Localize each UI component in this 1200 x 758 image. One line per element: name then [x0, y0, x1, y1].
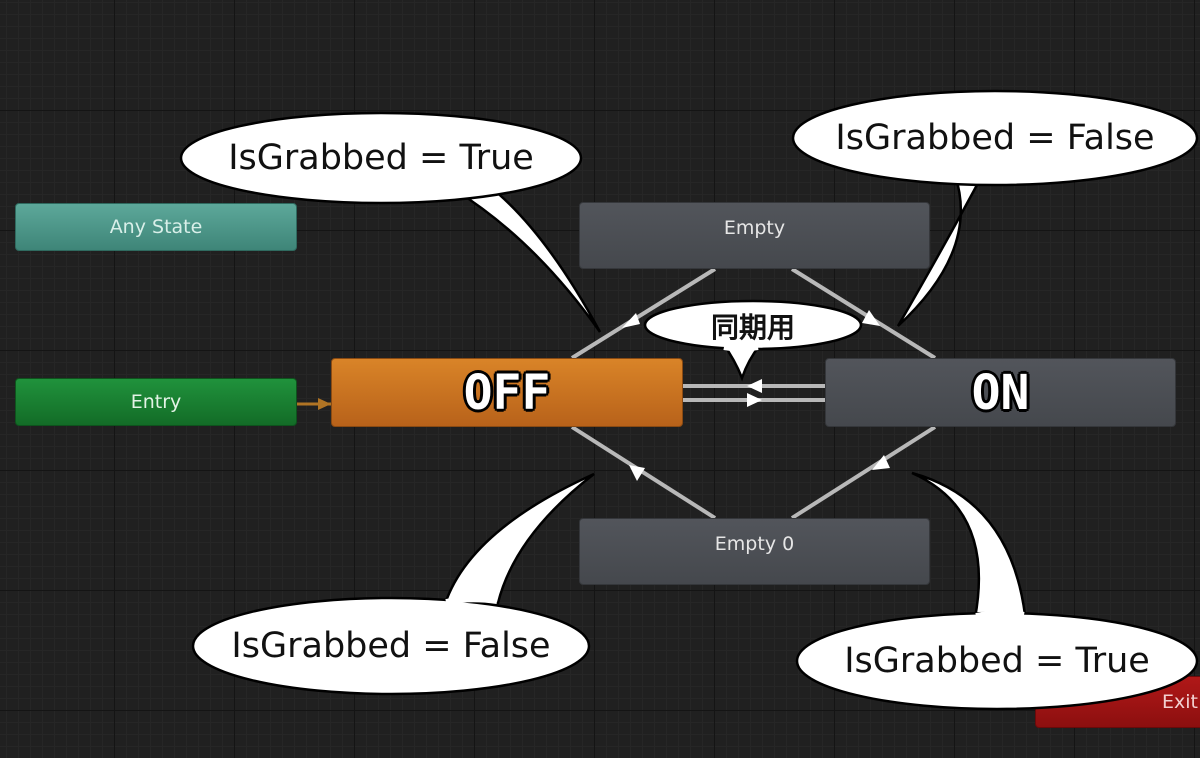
any-state-label: Any State [109, 216, 203, 238]
transition-empty-to-on[interactable] [790, 267, 937, 360]
on-state-node[interactable]: ON [825, 358, 1176, 427]
callout-text-on-to-empty0: IsGrabbed = True [844, 641, 1150, 681]
callout-bubble-on-to-empty0 [795, 471, 1199, 711]
transition-empty0-to-off[interactable] [570, 425, 717, 520]
empty-state-node[interactable]: Empty [579, 202, 930, 269]
callout-text-sync: 同期用 [710, 311, 795, 344]
callout-bubble-empty0-to-off [191, 472, 595, 696]
any-state-node[interactable]: Any State [15, 203, 297, 251]
callout-text-off-to-empty: IsGrabbed = True [228, 138, 534, 178]
entry-label: Entry [130, 391, 182, 413]
transition-off-to-empty[interactable] [570, 267, 717, 360]
transition-empty0-to-off-arrow [629, 465, 645, 481]
empty-state-label: Empty [723, 217, 786, 239]
callout-bubble-empty-to-on [791, 89, 1199, 327]
callout-text-empty0-to-off: IsGrabbed = False [231, 626, 551, 666]
off-state-node[interactable]: OFF [331, 358, 683, 427]
transition-on-to-off-arrow [747, 379, 762, 393]
empty0-state-label: Empty 0 [714, 533, 795, 555]
transition-off-to-empty-arrow [622, 313, 640, 328]
off-state-label: OFF [463, 364, 551, 421]
callout-bubble-off-to-empty [179, 111, 602, 333]
transition-off-to-on-arrow [747, 393, 762, 407]
empty0-state-node[interactable]: Empty 0 [579, 518, 930, 585]
transition-empty-to-on-arrow [862, 310, 880, 326]
transition-on-to-empty0-arrow [872, 455, 890, 470]
callout-text-empty-to-on: IsGrabbed = False [835, 118, 1155, 158]
entry-node[interactable]: Entry [15, 378, 297, 426]
callout-bubble-sync [643, 299, 863, 382]
on-state-label: ON [971, 364, 1030, 421]
transition-entry-to-off-arrow [318, 398, 331, 410]
transition-on-to-empty0[interactable] [790, 425, 937, 520]
exit-label: Exit [1162, 691, 1198, 713]
